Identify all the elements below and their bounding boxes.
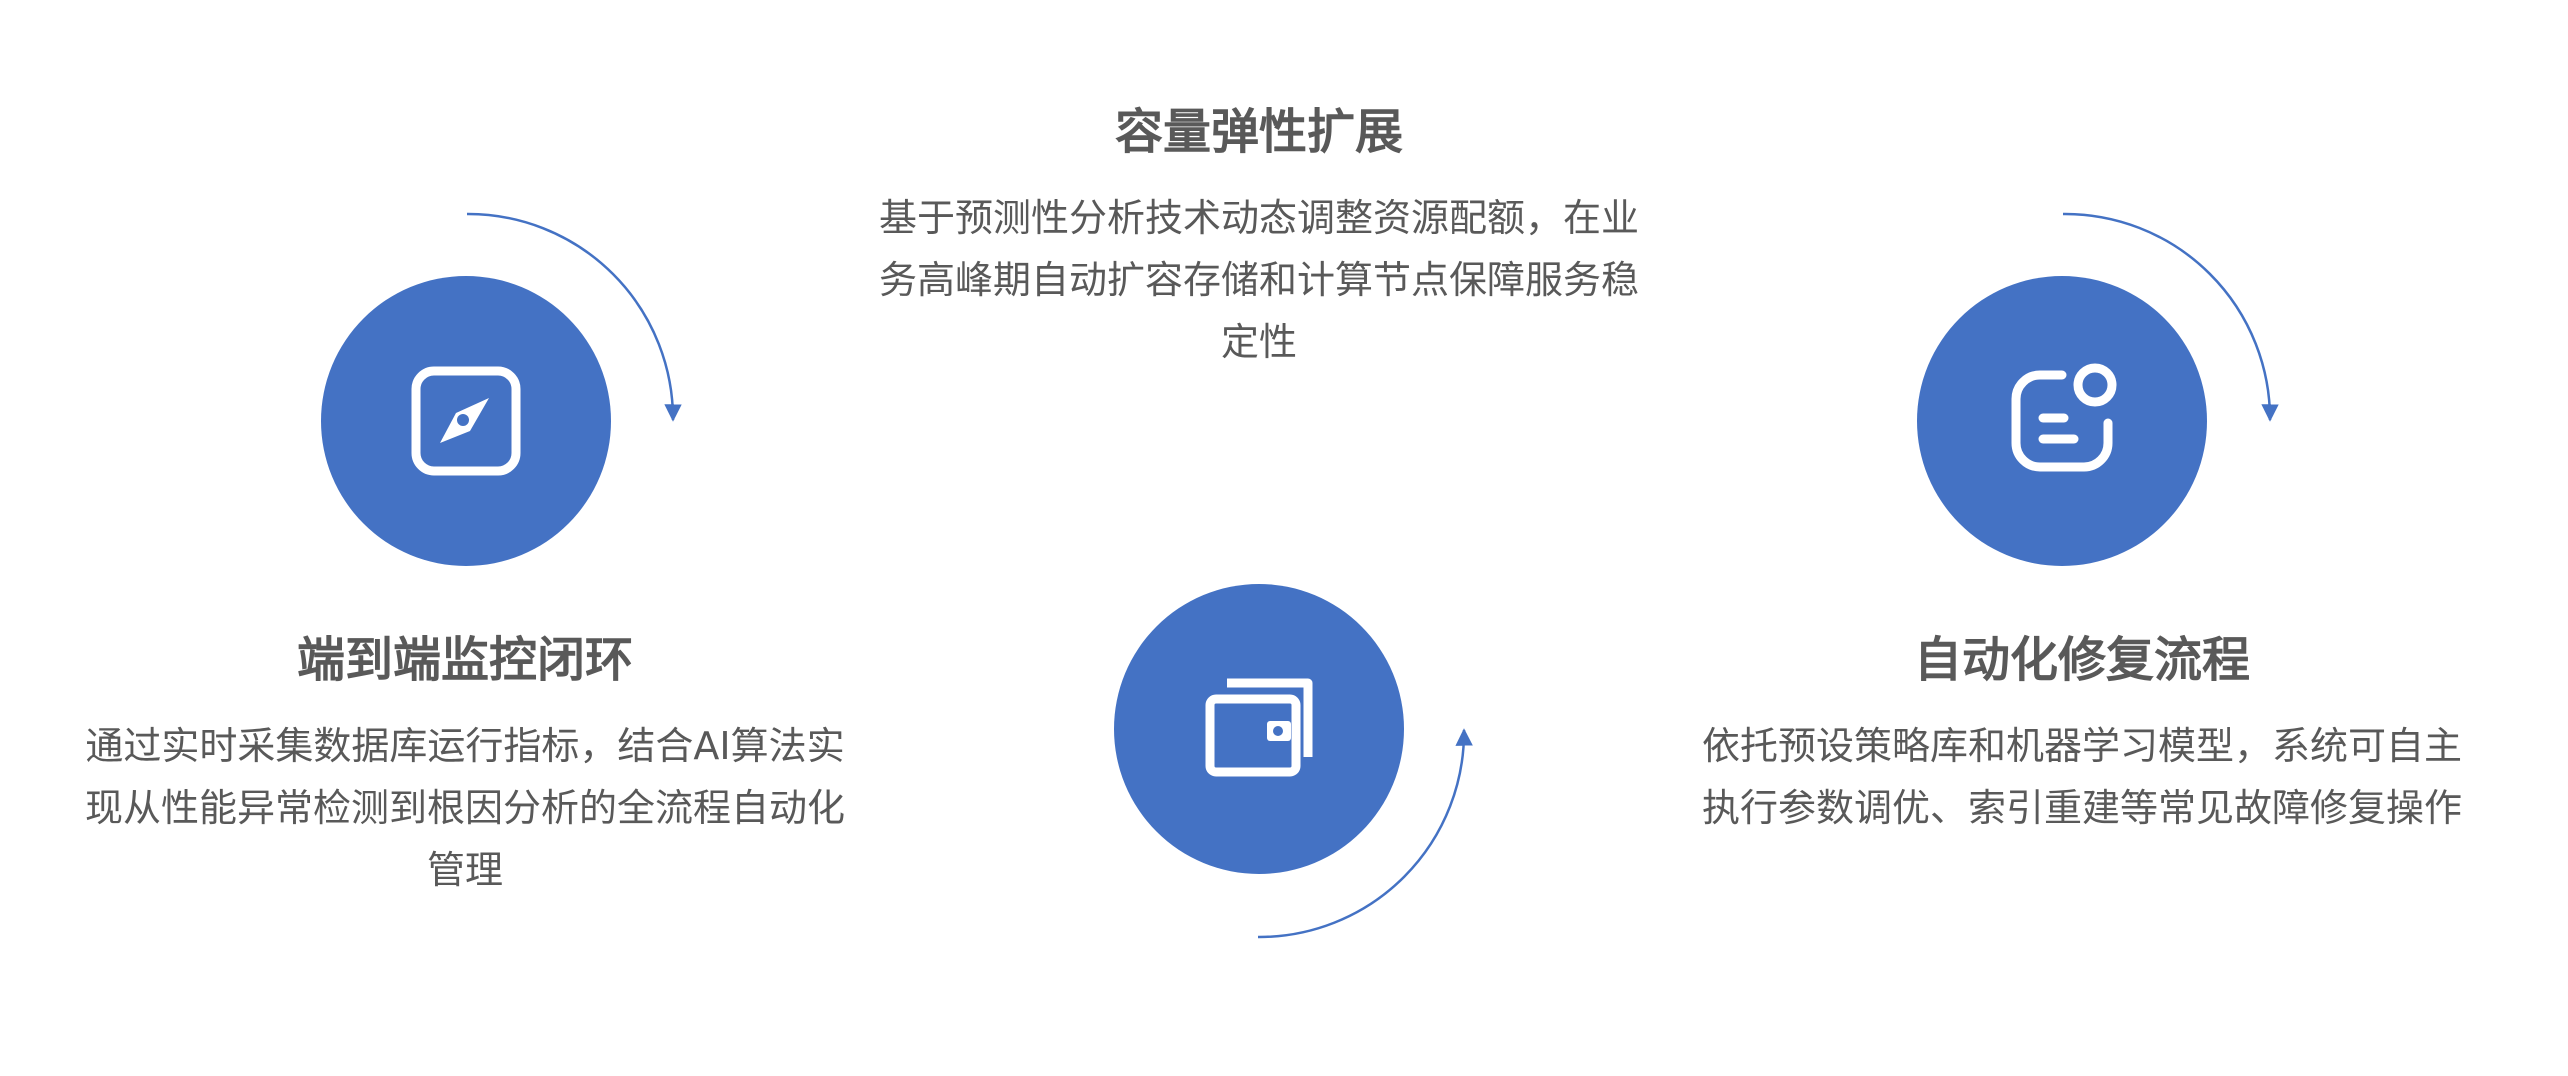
step-circle-auto-repair [1917,276,2207,566]
item-desc-capacity: 基于预测性分析技术动态调整资源配额，在业务高峰期自动扩容存储和计算节点保障服务稳… [878,196,1639,364]
arrow-right-to-loop [2062,212,2279,422]
step-circle-monitoring [321,276,611,566]
item-desc-auto-repair: 依托预设策略库和机器学习模型，系统可自主执行参数调优、索引重建等常见故障修复操作 [1701,724,2462,830]
item-title-monitoring: 端到端监控闭环 [296,632,633,688]
notification-card-icon [2011,363,2117,472]
item-desc-monitoring: 通过实时采集数据库运行指标，结合AI算法实现从性能异常检测到根因分析的全流程自动… [84,724,845,892]
arrow-center-to-top [1257,728,1473,939]
step-circle-capacity [1114,584,1404,874]
item-title-auto-repair: 自动化修复流程 [1913,632,2250,688]
arrow-left-to-center [466,212,682,422]
item-title-capacity: 容量弹性扩展 [1114,104,1403,160]
wallet-icon [1205,678,1313,777]
compass-icon [411,366,521,476]
